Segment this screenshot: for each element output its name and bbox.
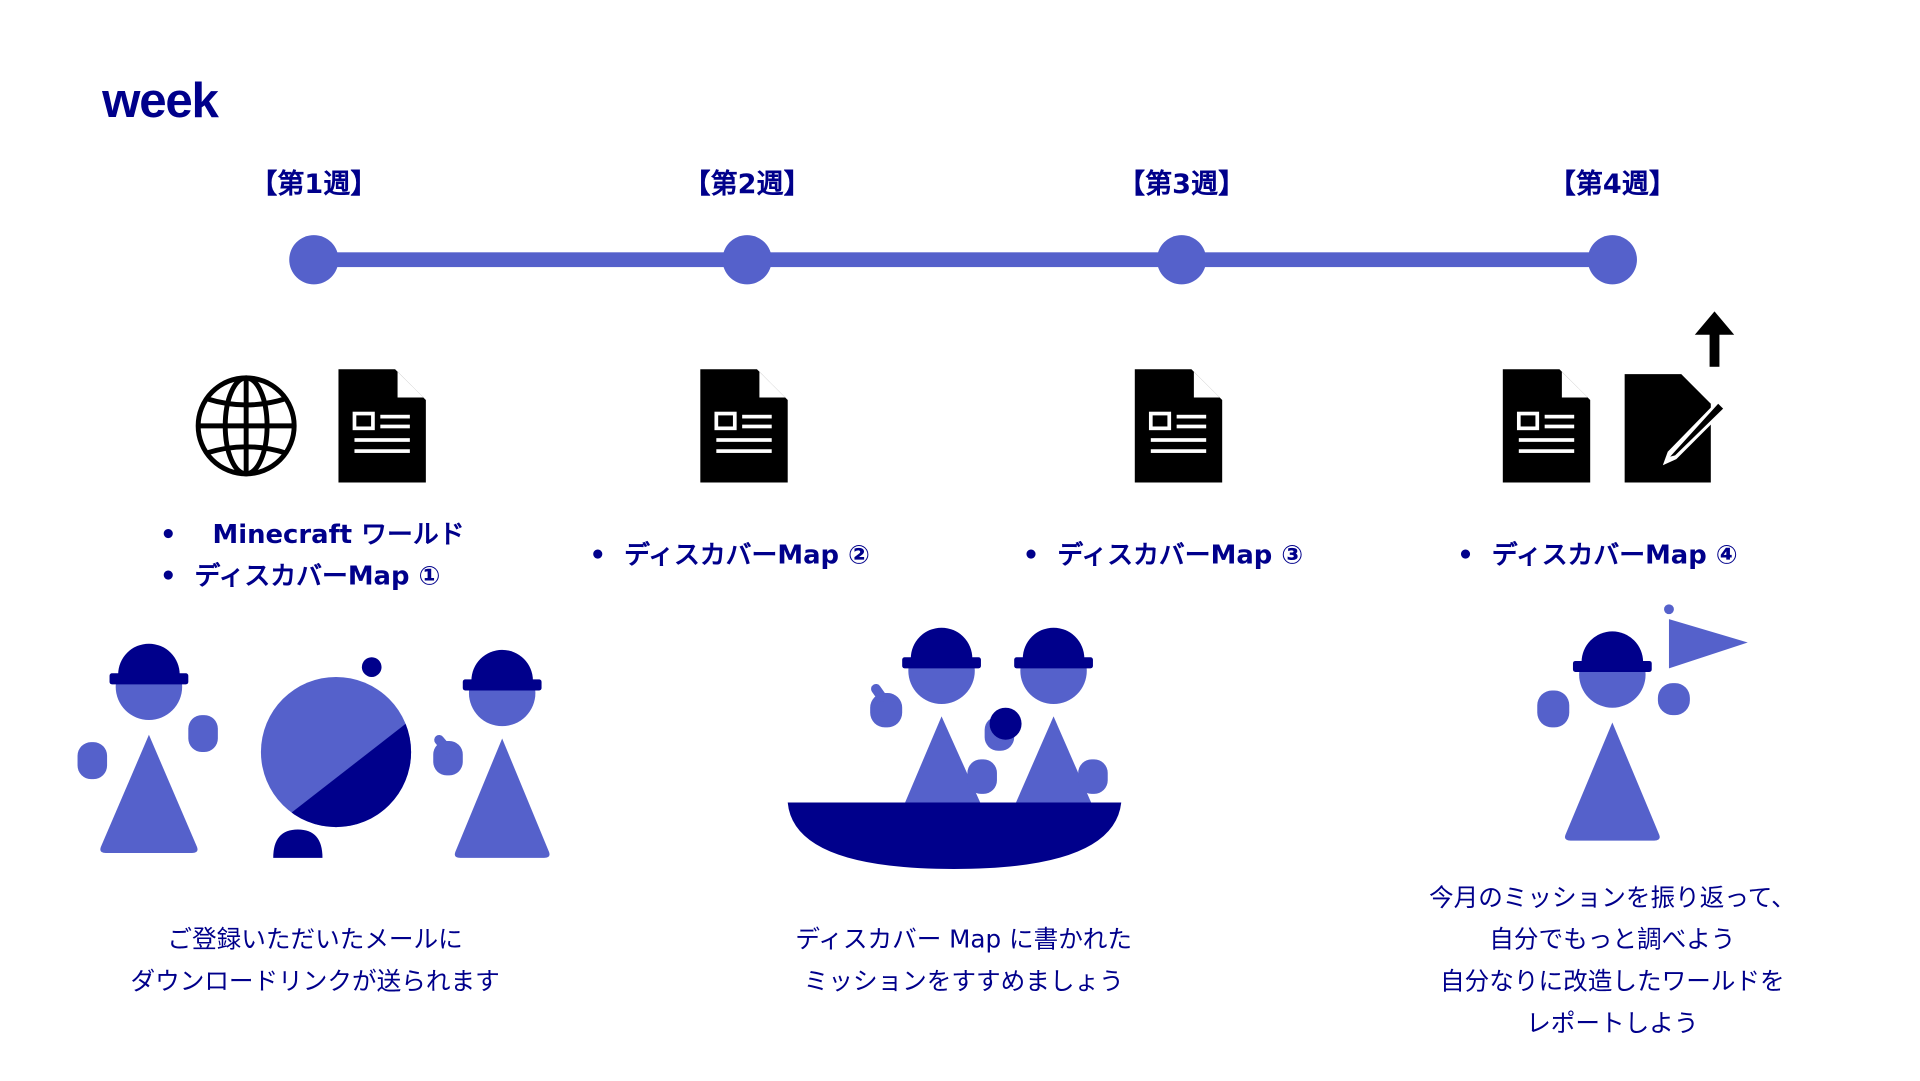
document-icon (698, 367, 790, 485)
document-icon (336, 367, 428, 485)
week1-item: • Minecraft ワールド (160, 514, 465, 551)
timeline-dot-week4 (1587, 235, 1637, 285)
timeline (289, 235, 1637, 285)
page-title: week (102, 73, 219, 129)
week4-label: 【第4週】 (1548, 169, 1676, 201)
bullet: • (1457, 540, 1474, 570)
description-line: 今月のミッションを振り返って、 (1428, 882, 1796, 913)
description-line: ディスカバー Map に書かれた (795, 924, 1133, 954)
week3-label: 【第3週】 (1117, 169, 1246, 201)
edit-document-icon (1624, 374, 1729, 483)
timeline-dot-week3 (1156, 235, 1207, 285)
description-line: 自分なりに改造したワールドを (1440, 966, 1785, 996)
bullet: • (160, 561, 177, 591)
week3-item: • ディスカバーMap ③ (1023, 535, 1303, 572)
bullet: • (589, 540, 607, 570)
description-line: ご登録いただいたメールに (167, 924, 463, 954)
week2-item: • ディスカバーMap ② (590, 535, 870, 572)
week2-description: ディスカバー Map に書かれた ミッションをすすめましょう (795, 918, 1132, 1002)
item-text: ディスカバーMap ① (194, 561, 441, 591)
globe-icon (195, 375, 297, 477)
week2-label: 【第2週】 (683, 169, 811, 201)
description-line: ダウンロードリンクが送られます (130, 966, 500, 996)
week4-item: • ディスカバーMap ④ (1457, 535, 1737, 572)
description-line: 自分でもっと調べよう (1489, 924, 1736, 954)
document-icon (1500, 367, 1593, 485)
description-line: レポートしよう (1526, 1008, 1699, 1038)
item-text: Minecraft ワールド (212, 519, 465, 549)
document-icon (1132, 367, 1225, 485)
item-text: ディスカバーMap ② (624, 540, 870, 570)
item-text: ディスカバーMap ④ (1491, 540, 1738, 570)
item-text: ディスカバーMap ③ (1057, 540, 1304, 570)
illustration-week2 (787, 627, 1122, 869)
illustration-week1 (77, 643, 550, 858)
week1-label: 【第1週】 (250, 169, 378, 201)
week4-description: 今月のミッションを振り返って、 自分でもっと調べよう 自分なりに改造したワールド… (1429, 876, 1796, 1043)
timeline-dot-week2 (722, 235, 772, 285)
description-line: ミッションをすすめましょう (803, 966, 1124, 996)
upload-arrow-icon (1694, 311, 1735, 367)
timeline-dot-week1 (289, 235, 339, 285)
bullet: • (160, 519, 177, 549)
illustration-week4 (1537, 604, 1748, 841)
week1-item: • ディスカバーMap ① (160, 556, 440, 593)
bullet: • (1022, 540, 1040, 570)
week1-description: ご登録いただいたメールに ダウンロードリンクが送られます (130, 918, 499, 1002)
